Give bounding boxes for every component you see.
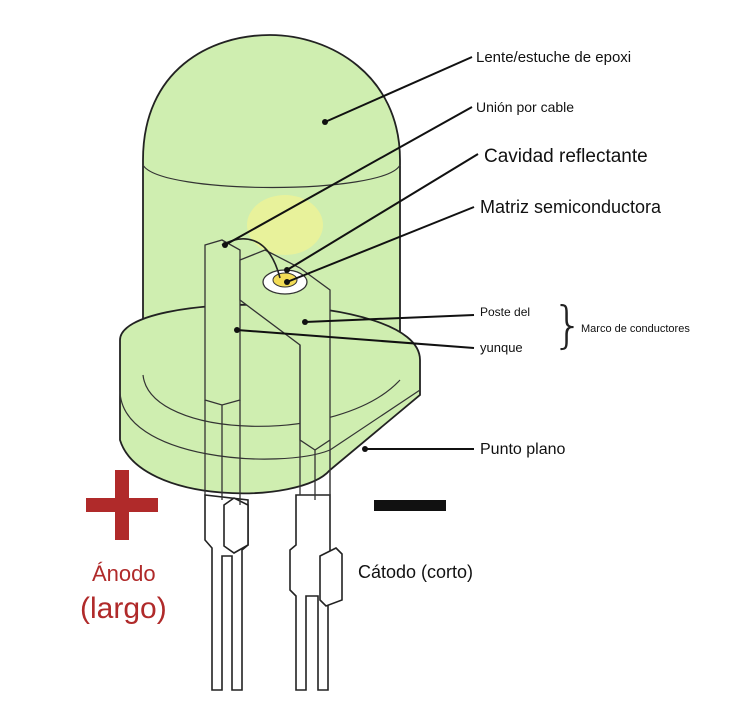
minus-sign <box>374 500 446 511</box>
cathode-lead <box>289 494 343 691</box>
anode-lead <box>204 494 249 691</box>
lead-frame-brace: } <box>552 296 584 354</box>
label-post: Poste del <box>480 305 531 319</box>
label-bond-wire: Unión por cable <box>476 99 575 115</box>
plus-sign <box>86 470 158 540</box>
flange-rim <box>119 303 421 500</box>
leader-lines <box>224 56 479 450</box>
leader-dots <box>222 119 368 452</box>
label-semiconductor-die: Matriz semiconductora <box>480 197 662 217</box>
label-epoxy-lens: Lente/estuche de epoxi <box>476 49 632 66</box>
label-cathode: Cátodo (corto) <box>358 562 474 582</box>
bond-wire <box>221 238 281 279</box>
light-glow <box>247 195 323 255</box>
anode-post <box>204 239 241 505</box>
label-anvil: yunque <box>480 340 523 355</box>
label-anode: Ánodo <box>92 561 156 586</box>
label-anode-long: (largo) <box>80 592 167 625</box>
label-reflective-cavity: Cavidad reflectante <box>484 146 648 167</box>
anvil-cathode <box>239 249 331 500</box>
label-lead-frame: Marco de conductores <box>581 323 690 335</box>
label-flat-spot: Punto plano <box>480 441 566 458</box>
